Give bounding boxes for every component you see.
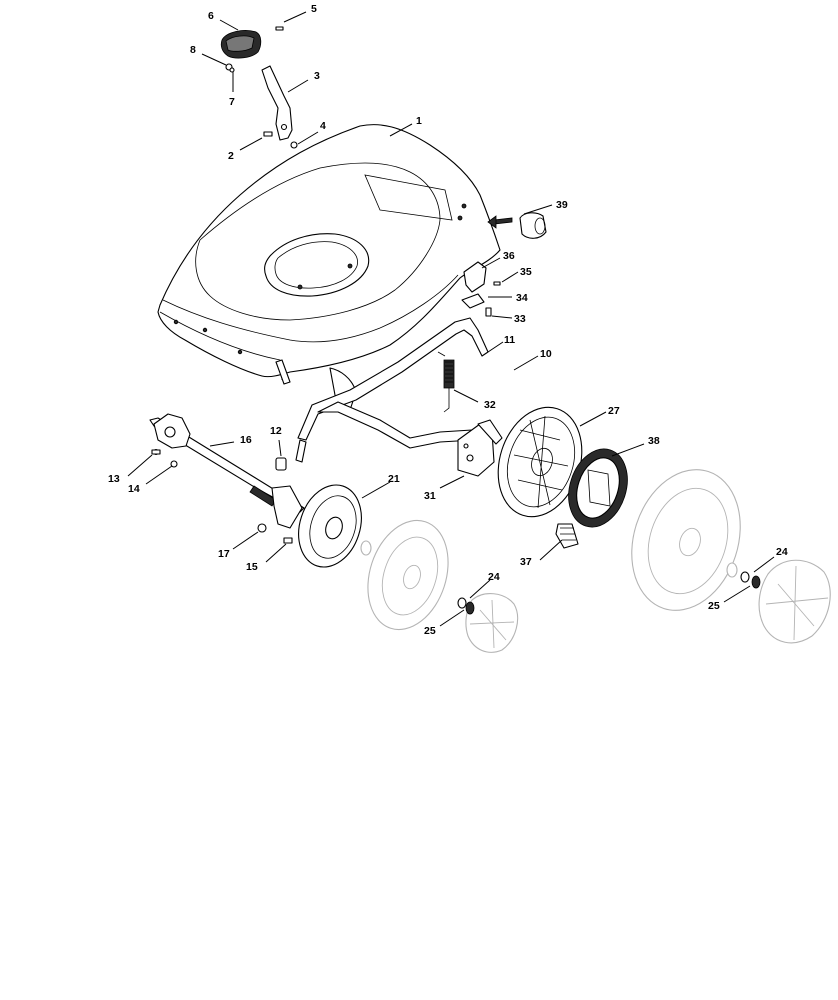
gear-cover-cap bbox=[487, 212, 547, 239]
callout-33: 33 bbox=[514, 313, 526, 325]
callout-32: 32 bbox=[484, 399, 496, 411]
rear-wheel-ghost bbox=[631, 469, 831, 644]
callout-24a: 24 bbox=[488, 571, 500, 583]
callout-labels: 1 2 3 4 5 6 7 8 10 11 12 13 14 15 16 17 … bbox=[108, 3, 788, 637]
callout-11: 11 bbox=[504, 334, 515, 346]
rear-height-bracket bbox=[457, 419, 503, 477]
callout-38: 38 bbox=[648, 435, 660, 447]
callout-24b: 24 bbox=[776, 546, 788, 558]
callout-7: 7 bbox=[229, 96, 235, 108]
callout-4: 4 bbox=[320, 120, 326, 132]
callout-25b: 25 bbox=[708, 600, 720, 612]
callout-6: 6 bbox=[208, 10, 214, 22]
wheel-washers bbox=[457, 571, 761, 615]
height-adjust-rod bbox=[295, 317, 489, 463]
rear-drive-hub bbox=[497, 406, 583, 518]
rear-brackets bbox=[461, 261, 501, 317]
callout-27: 27 bbox=[608, 405, 620, 417]
pinion-gear bbox=[555, 523, 579, 549]
callout-12: 12 bbox=[270, 425, 282, 437]
callout-14: 14 bbox=[128, 483, 140, 495]
callout-2: 2 bbox=[228, 150, 234, 162]
callout-1: 1 bbox=[416, 115, 422, 127]
callout-21: 21 bbox=[388, 473, 400, 485]
callout-35: 35 bbox=[520, 266, 532, 278]
callout-36: 36 bbox=[503, 250, 515, 262]
callout-34: 34 bbox=[516, 292, 528, 304]
callout-31: 31 bbox=[424, 490, 436, 502]
callout-8: 8 bbox=[190, 44, 196, 56]
callout-5: 5 bbox=[311, 3, 317, 15]
callout-15: 15 bbox=[246, 561, 258, 573]
front-axle-assembly bbox=[149, 413, 305, 544]
front-hub-disc bbox=[298, 484, 362, 568]
ring-gear bbox=[568, 448, 628, 528]
callout-13: 13 bbox=[108, 473, 120, 485]
front-wheel-ghost bbox=[360, 519, 519, 653]
callout-16: 16 bbox=[240, 434, 252, 446]
callout-39: 39 bbox=[556, 199, 568, 211]
height-lever-bracket bbox=[261, 65, 293, 141]
callout-3: 3 bbox=[314, 70, 320, 82]
lever-knob bbox=[220, 30, 262, 59]
callout-10: 10 bbox=[540, 348, 552, 360]
callout-17: 17 bbox=[218, 548, 230, 560]
callout-leaders bbox=[127, 11, 775, 627]
tension-spring bbox=[437, 351, 455, 413]
callout-25a: 25 bbox=[424, 625, 436, 637]
small-fasteners-top bbox=[225, 26, 298, 149]
callout-37: 37 bbox=[520, 556, 532, 568]
